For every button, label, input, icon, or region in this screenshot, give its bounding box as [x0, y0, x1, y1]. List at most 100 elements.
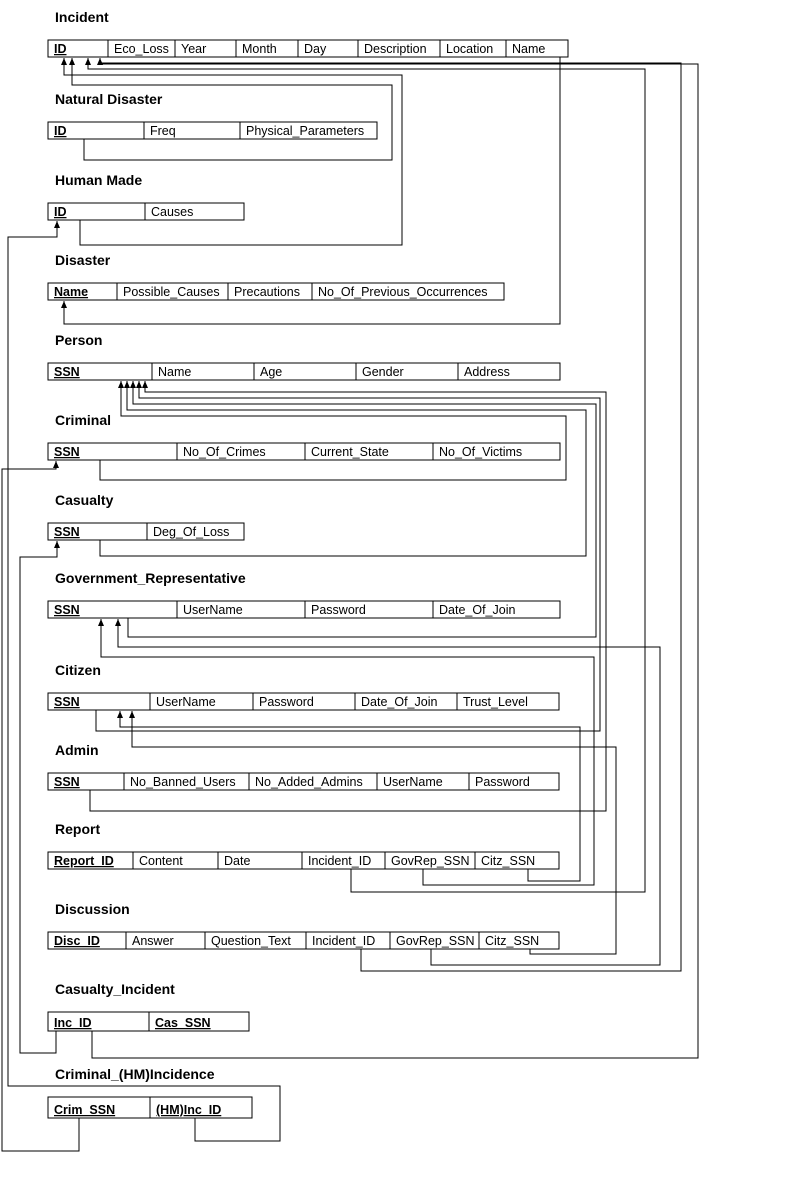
table-title: Disaster	[55, 252, 111, 268]
primary-key-label: SSN	[54, 603, 80, 617]
link-natural-incident	[69, 58, 393, 161]
column-cell	[144, 202, 245, 221]
column-label: No_Of_Crimes	[183, 445, 266, 459]
column-label: Password	[475, 775, 530, 789]
column-label: Question_Text	[211, 934, 291, 948]
primary-key-label: Inc_ID	[54, 1016, 92, 1030]
arrowhead-icon	[118, 381, 124, 388]
table-title: Admin	[55, 742, 99, 758]
table-title: Person	[55, 332, 102, 348]
primary-key-label: Cas_SSN	[155, 1016, 211, 1030]
primary-key-label: ID	[54, 124, 67, 138]
link-citizen-person	[95, 381, 601, 732]
arrowhead-icon	[124, 381, 130, 388]
column-cell	[468, 772, 560, 791]
link-crimhm-criminal-line	[1, 461, 80, 1152]
link-disc-citizen	[129, 711, 617, 955]
link-govrep-person-line	[127, 381, 597, 638]
link-disc-govrep	[115, 619, 661, 966]
primary-key-label: SSN	[54, 525, 80, 539]
primary-key-label: Name	[54, 285, 88, 299]
column-label: Name	[512, 42, 545, 56]
arrowhead-icon	[53, 461, 59, 468]
table-title: Casualty	[55, 492, 114, 508]
column-label: Trust_Level	[463, 695, 528, 709]
column-label: Citz_SSN	[485, 934, 539, 948]
column-cell	[148, 1011, 250, 1032]
link-incident-disaster-line	[63, 57, 561, 325]
column-label: UserName	[183, 603, 243, 617]
column-label: UserName	[383, 775, 443, 789]
primary-key-label: ID	[54, 42, 67, 56]
link-criminal-person-line	[99, 381, 567, 481]
column-label: Deg_Of_Loss	[153, 525, 229, 539]
link-casinc-incident-line	[91, 58, 699, 1059]
link-casualty-person	[99, 381, 587, 557]
link-govrep-person	[127, 381, 597, 638]
link-admin-person-line	[89, 381, 607, 812]
link-disc-govrep-line	[117, 619, 661, 966]
primary-key-label: SSN	[54, 445, 80, 459]
column-label: Citz_SSN	[481, 854, 535, 868]
column-label: Incident_ID	[312, 934, 375, 948]
arrowhead-icon	[54, 221, 60, 228]
column-label: Password	[311, 603, 366, 617]
column-label: Day	[304, 42, 327, 56]
arrowhead-icon	[142, 381, 148, 388]
column-label: Year	[181, 42, 206, 56]
column-label: Possible_Causes	[123, 285, 220, 299]
link-casinc-incident-b-line	[19, 541, 58, 1054]
column-cell	[149, 1096, 253, 1119]
primary-key-label: Disc_ID	[54, 934, 100, 948]
arrowhead-icon	[54, 541, 60, 548]
column-label: Address	[464, 365, 510, 379]
link-report-govrep-line	[100, 619, 595, 886]
column-label: Gender	[362, 365, 404, 379]
primary-key-label: SSN	[54, 775, 80, 789]
column-label: Current_State	[311, 445, 389, 459]
link-report-citizen-line	[119, 711, 581, 882]
arrowhead-icon	[136, 381, 142, 388]
column-label: UserName	[156, 695, 216, 709]
table-title: Casualty_Incident	[55, 981, 175, 997]
link-crimhm-humanmade-line	[7, 221, 281, 1142]
arrowhead-icon	[117, 711, 123, 718]
arrowhead-icon	[61, 301, 67, 308]
column-label: Description	[364, 42, 427, 56]
table-title: Incident	[55, 9, 109, 25]
column-label: Incident_ID	[308, 854, 371, 868]
link-incident-disaster	[61, 57, 561, 325]
column-label: Name	[158, 365, 191, 379]
link-criminal-person	[99, 381, 567, 481]
column-label: Physical_Parameters	[246, 124, 364, 138]
column-label: Month	[242, 42, 277, 56]
column-label: Causes	[151, 205, 193, 219]
link-report-citizen	[117, 711, 581, 882]
column-label: Precautions	[234, 285, 300, 299]
link-casualty-person-line	[99, 381, 587, 557]
link-crimhm-humanmade	[7, 221, 281, 1142]
relationship-lines	[1, 57, 699, 1152]
table-title: Government_Representative	[55, 570, 246, 586]
primary-key-label: ID	[54, 205, 67, 219]
column-label: Eco_Loss	[114, 42, 169, 56]
column-cell	[457, 362, 561, 381]
column-label: Date	[224, 854, 250, 868]
column-cell	[311, 282, 505, 301]
column-cell	[478, 931, 560, 950]
primary-key-label: Report_ID	[54, 854, 114, 868]
column-label: No_Banned_Users	[130, 775, 236, 789]
link-admin-person	[89, 381, 607, 812]
